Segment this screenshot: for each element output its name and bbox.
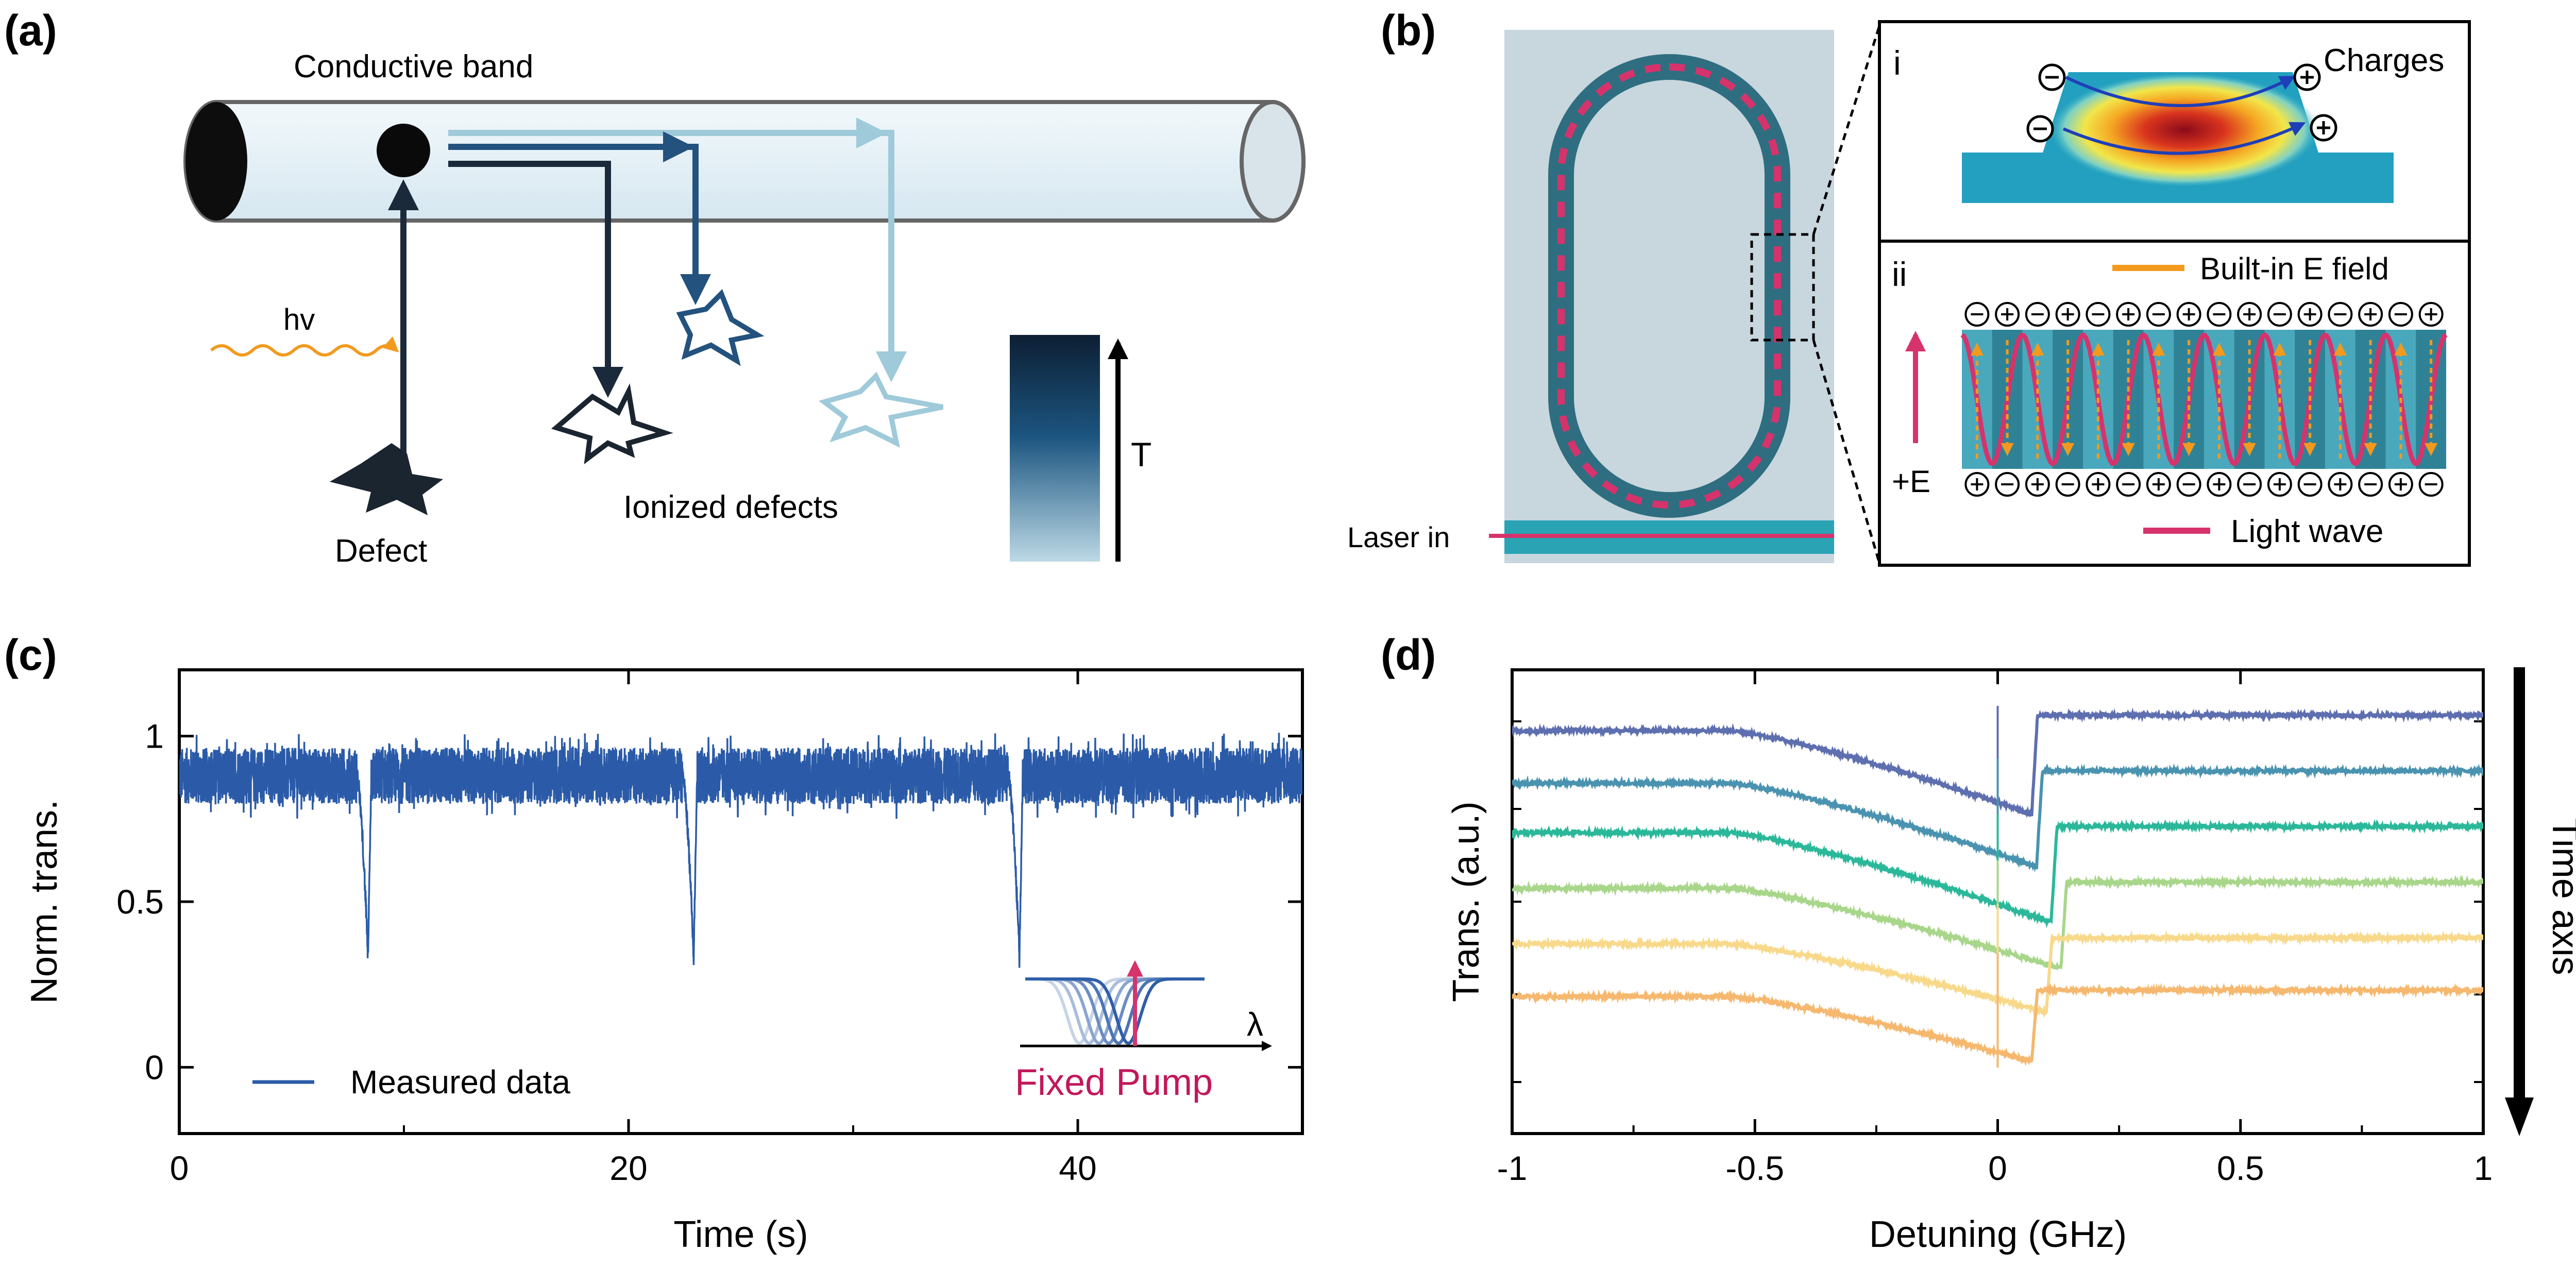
defect-label: Defect <box>335 533 427 569</box>
panel-c: 0 20 40 0 0.5 1 Time (s) Norm. trans. Measure… <box>24 668 1304 1255</box>
inset-resonance-curve <box>1025 977 1205 1045</box>
y-tick-label: 0 <box>145 1048 164 1086</box>
inset-i-label: i <box>1893 44 1901 82</box>
ionized-defect-mid <box>676 289 765 366</box>
charge-minus-2 <box>2026 115 2054 143</box>
field-line-upper <box>2065 76 2296 107</box>
chart-c-series-measured <box>179 733 1302 968</box>
light-path <box>448 130 907 382</box>
defect-shape <box>330 443 443 515</box>
chart-c-inset-label: Fixed Pump <box>1015 1062 1213 1103</box>
panel-label-a: (a) <box>4 6 57 55</box>
photon-wave <box>210 336 399 357</box>
zoom-region <box>1750 233 1815 342</box>
panel-b: Laser in i Charges ii Built-in E field +… <box>1347 20 2471 567</box>
optical-mode <box>2050 73 2318 187</box>
mid-path <box>448 144 711 305</box>
field-line-lower <box>2062 122 2306 155</box>
zoom-line-bottom <box>1812 340 1881 564</box>
charge-plus-1 <box>2293 63 2321 91</box>
inset-ii-label: ii <box>1892 255 1907 293</box>
laser-in-label: Laser in <box>1347 521 1450 553</box>
built-in-field-label: Built-in E field <box>2200 251 2389 286</box>
temperature-gradient-bar <box>1010 335 1100 562</box>
panel-a: Conductive band hv Defect Ionized defect… <box>183 49 1306 569</box>
x-tick-label: 1 <box>2474 1149 2493 1187</box>
light-wave <box>1960 332 2448 467</box>
tube-left-end <box>185 102 247 221</box>
charges-label: Charges <box>2324 43 2444 78</box>
ionized-defect-light <box>818 371 943 448</box>
plus-e-label: +E <box>1892 464 1930 499</box>
conductive-band-tube <box>183 100 1306 223</box>
panel-label-c: (c) <box>4 631 57 679</box>
chart-d-xlabel: Detuning (GHz) <box>1869 1214 2127 1255</box>
chart-d-ylabel: Trans. (a.u.) <box>1446 801 1487 1002</box>
x-tick-label: 0 <box>1988 1149 2007 1187</box>
temperature-label: T <box>1131 435 1151 474</box>
tube-right-end <box>1240 100 1306 223</box>
x-tick-label: -0.5 <box>1725 1149 1784 1187</box>
top-charge-row <box>1964 302 2444 327</box>
ionized-defect-dark <box>551 383 673 465</box>
chart-c-xlabel: Time (s) <box>673 1214 808 1255</box>
panel-d: -1 -0.5 0 0.5 1 Detuning (GHz) Trans. (a.u.)… <box>1446 667 2576 1255</box>
y-tick-label: 0.5 <box>116 883 164 921</box>
x-tick-label: 40 <box>1059 1149 1096 1187</box>
hv-label: hv <box>283 303 315 336</box>
charge-plus-2 <box>2310 114 2337 142</box>
chart-c-legend-label: Measured data <box>350 1063 570 1101</box>
light-wave-label: Light wave <box>2231 514 2383 549</box>
chart-c-inset-curves <box>1025 977 1205 1045</box>
chart-c-ylabel: Norm. trans. <box>24 800 65 1004</box>
chart-c-ticks: 0 20 40 0 0.5 1 <box>116 670 1303 1187</box>
chart-d-series <box>1512 706 2483 1068</box>
conductive-band-label: Conductive band <box>294 49 533 85</box>
x-tick-label: -1 <box>1497 1149 1528 1187</box>
charge-minus-1 <box>2038 63 2066 91</box>
chart-c-inset-lambda: λ <box>1247 1006 1263 1043</box>
time-axis-label: Time axis <box>2545 818 2576 975</box>
panel-label-d: (d) <box>1381 631 1436 679</box>
x-tick-label: 20 <box>609 1149 647 1187</box>
chart-d-ticks: -1 -0.5 0 0.5 1 <box>1497 670 2493 1187</box>
dark-path <box>448 161 623 398</box>
x-tick-label: 0.5 <box>2217 1149 2264 1187</box>
bottom-charge-row <box>1964 472 2444 497</box>
racetrack-inner-edge <box>1557 63 1781 509</box>
ionized-defects-label: Ionized defects <box>623 489 838 525</box>
chart-c-inset: λ Fixed Pump <box>1015 960 1272 1103</box>
built-in-field-arrows <box>1970 340 2438 459</box>
panel-label-b: (b) <box>1381 6 1436 55</box>
electron-dot <box>377 124 430 177</box>
x-tick-label: 0 <box>170 1149 189 1187</box>
time-axis-arrowhead <box>2505 1097 2534 1136</box>
y-tick-label: 1 <box>145 717 164 755</box>
